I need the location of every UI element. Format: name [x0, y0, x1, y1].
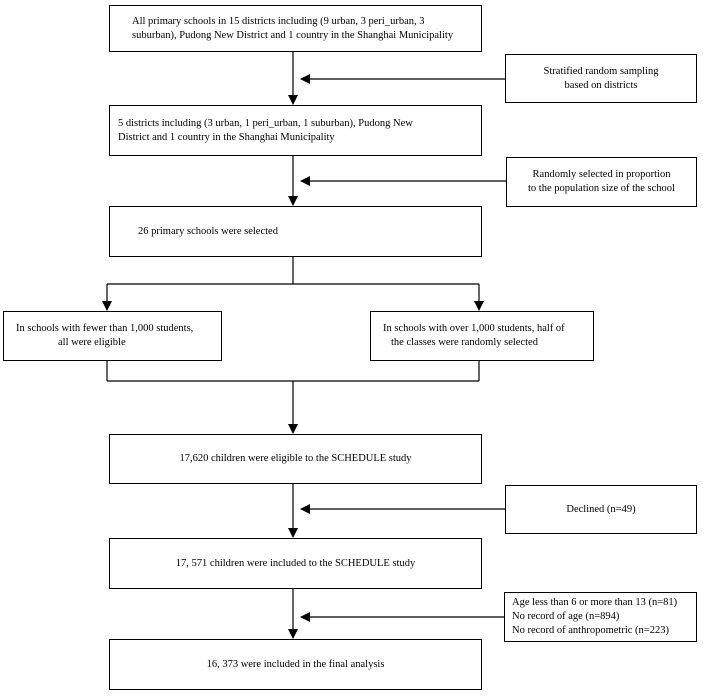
- box-declined: Declined (n=49): [505, 485, 697, 534]
- box-26-schools: 26 primary schools were selected: [109, 206, 482, 257]
- box-all-schools: All primary schools in 15 districts incl…: [109, 5, 482, 52]
- box-included: 17, 571 children were included to the SC…: [109, 538, 482, 589]
- box-stratified-sampling: Stratified random sampling based on dist…: [505, 54, 697, 103]
- box-over-1000: In schools with over 1,000 students, hal…: [370, 311, 594, 361]
- box-fewer-than-1000: In schools with fewer than 1,000 student…: [3, 311, 222, 361]
- box-exclusions: Age less than 6 or more than 13 (n=81) N…: [504, 592, 697, 642]
- box-eligible: 17,620 children were eligible to the SCH…: [109, 434, 482, 484]
- box-final-analysis: 16, 373 were included in the final analy…: [109, 639, 482, 690]
- box-random-proportion: Randomly selected in proportion to the p…: [506, 157, 697, 207]
- box-five-districts: 5 districts including (3 urban, 1 peri_u…: [109, 105, 482, 156]
